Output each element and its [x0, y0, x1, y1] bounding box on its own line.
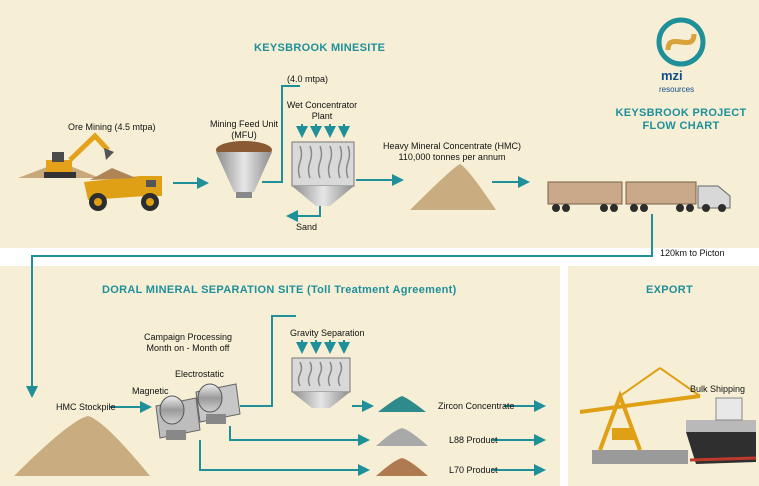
hmc-stockpile-label: HMC Stockpile	[56, 402, 116, 412]
electrostatic-label: Electrostatic	[175, 369, 225, 379]
excavator-icon	[18, 132, 114, 178]
ship-loader-icon	[579, 367, 701, 464]
bulk-shipping-label: Bulk Shipping	[690, 384, 746, 394]
arrow-to-l70	[199, 440, 370, 476]
zircon-pile-icon	[378, 396, 426, 412]
wcp-label-line2: Plant	[311, 111, 333, 121]
export-heading: EXPORT	[646, 284, 694, 296]
hmc-label-line2: 110,000 tonnes per annum	[398, 152, 506, 162]
arrow-to-gravity	[240, 315, 296, 407]
logo-wordmark: mzi	[661, 68, 683, 83]
magnetic-separator-icon	[155, 395, 201, 440]
l70-product-label: L70 Product	[449, 465, 498, 475]
arrow-transport-to-doral	[26, 214, 653, 398]
feed-rate-label: (4.0 mtpa)	[287, 74, 329, 84]
mfu-label-line1: Mining Feed Unit	[209, 119, 279, 129]
arrow-mfu-to-wcp	[262, 85, 300, 183]
magnetic-label: Magnetic	[132, 386, 169, 396]
mzi-logo	[656, 17, 706, 67]
transport-distance-label: 120km to Picton	[660, 248, 725, 258]
title-line1: KEYSBROOK PROJECT	[615, 107, 747, 119]
logo-subtitle: resources	[659, 85, 695, 94]
gravity-separation-label: Gravity Separation	[290, 328, 365, 338]
doral-heading: DORAL MINERAL SEPARATION SITE (Toll Trea…	[102, 284, 457, 296]
l88-product-label: L88 Product	[449, 435, 498, 445]
l70-pile-icon	[376, 458, 428, 476]
campaign-label-line1: Campaign Processing	[143, 332, 233, 342]
electrostatic-separator-icon	[195, 383, 241, 424]
wet-concentrator-plant-icon	[291, 124, 355, 206]
title-line2: FLOW CHART	[642, 120, 720, 132]
zircon-concentrate-label: Zircon Concentrate	[438, 401, 515, 411]
wcp-label-line1: Wet Concentrator	[286, 100, 358, 110]
minesite-heading: KEYSBROOK MINESITE	[254, 42, 386, 54]
ore-mining-label: Ore Mining (4.5 mtpa)	[68, 122, 156, 132]
hmc-pile-icon	[410, 164, 496, 210]
arrow-sand	[286, 206, 321, 222]
hmc-stockpile-icon	[14, 416, 150, 476]
hmc-label-line1: Heavy Mineral Concentrate (HMC)	[382, 141, 522, 151]
dump-truck-icon	[84, 168, 162, 211]
bulk-ship-icon	[686, 397, 757, 464]
road-train-icon	[547, 181, 731, 212]
campaign-label-line2: Month on - Month off	[146, 343, 230, 353]
l88-pile-icon	[376, 428, 428, 446]
arrow-to-l88	[229, 426, 370, 446]
sand-label: Sand	[296, 222, 318, 232]
mfu-hopper-icon	[216, 141, 272, 198]
gravity-separation-icon	[291, 340, 351, 408]
mfu-label-line2: (MFU)	[231, 130, 257, 140]
